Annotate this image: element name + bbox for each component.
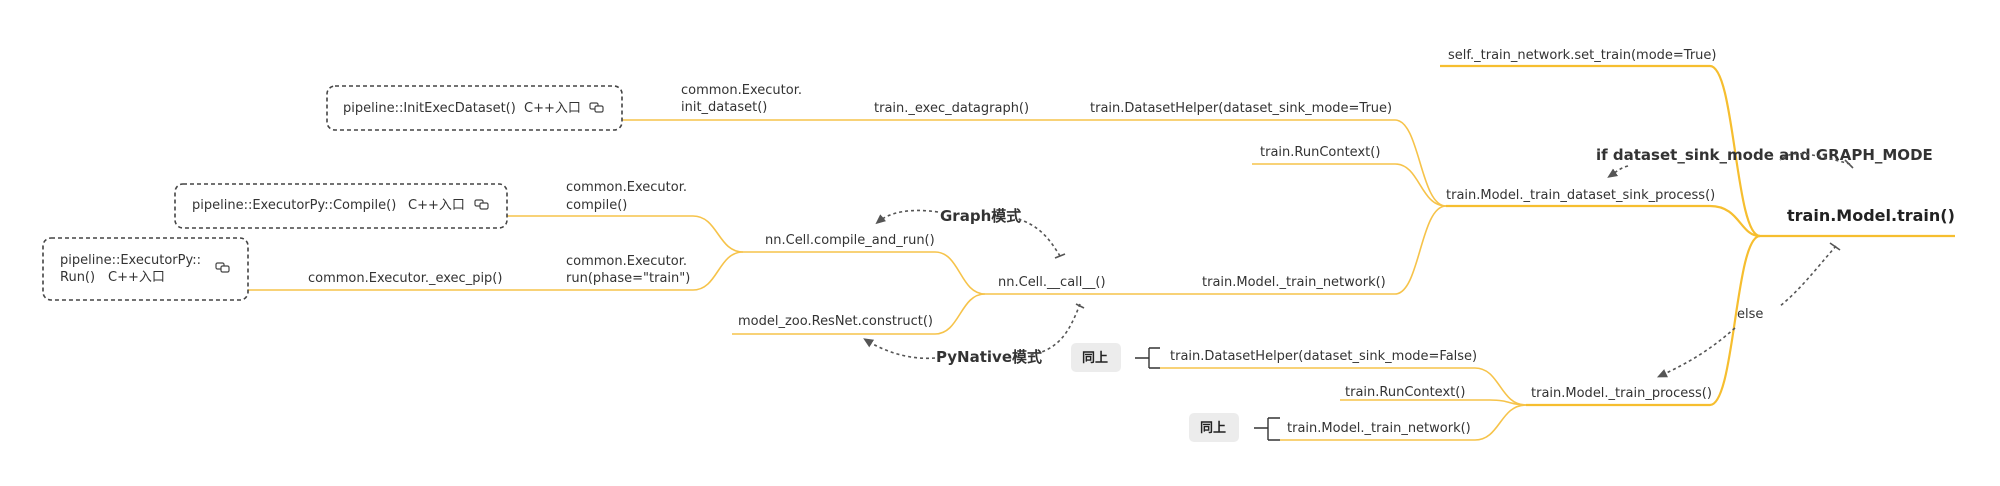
branch-compile-and-run (743, 251, 986, 295)
sink-runcontext-node[interactable]: train.RunContext() (1260, 145, 1380, 160)
exec-pip-node[interactable]: common.Executor._exec_pip() (308, 271, 502, 286)
pynative-mode-bar (1075, 303, 1085, 309)
executorpy-run-line1[interactable]: pipeline::ExecutorPy:: (60, 253, 201, 268)
cond-sink-label: if dataset_sink_mode and GRAPH_MODE (1596, 146, 1933, 164)
root-node[interactable]: train.Model.train() (1787, 206, 1955, 225)
branch-sink-process (1446, 204, 1761, 238)
compile-line2[interactable]: compile() (566, 198, 627, 213)
executorpy-run-line2[interactable]: Run() (60, 270, 95, 285)
cond-sink-right-dash (1779, 152, 1851, 165)
run-line1[interactable]: common.Executor. (566, 254, 687, 269)
same-bracket-1 (1135, 347, 1160, 369)
same-tag-1-label: 同上 (1082, 351, 1108, 366)
cell-call-node[interactable]: nn.Cell.__call__() (998, 275, 1106, 290)
graph-mode-arrow (875, 209, 939, 225)
compile-and-run-node[interactable]: nn.Cell.compile_and_run() (765, 233, 935, 248)
sink-helper-node[interactable]: train.DatasetHelper(dataset_sink_mode=Tr… (1090, 101, 1392, 116)
pynative-mode-arrow (863, 338, 936, 360)
sink-trainnetwork-node[interactable]: train.Model._train_network() (1202, 275, 1386, 290)
branch-process-trainnetwork (1280, 404, 1527, 441)
init-exec-dataset-cpp: C++入口 (524, 101, 581, 116)
cond-sink-arrow (1607, 165, 1629, 178)
executorpy-run-box (42, 237, 249, 301)
init-dataset-line2[interactable]: init_dataset() (681, 100, 767, 115)
same-tag-2-label: 同上 (1200, 421, 1226, 436)
link-icon[interactable] (215, 262, 230, 273)
process-helper-node[interactable]: train.DatasetHelper(dataset_sink_mode=Fa… (1170, 349, 1477, 364)
init-exec-dataset-box (326, 85, 623, 131)
run-line2[interactable]: run(phase="train") (566, 271, 690, 286)
branch-sink-trainnetwork (1200, 205, 1447, 295)
same-tag-2[interactable] (1189, 413, 1239, 442)
process-runcontext-node[interactable]: train.RunContext() (1345, 385, 1465, 400)
cond-else-top-dash (1779, 245, 1837, 307)
resnet-node[interactable]: model_zoo.ResNet.construct() (738, 314, 933, 329)
init-exec-dataset-node[interactable]: pipeline::InitExecDataset() (343, 101, 516, 116)
pynative-mode-label: PyNative模式 (936, 348, 1042, 366)
branch-process-runcontext (1340, 399, 1527, 406)
branch-process-helper (1160, 367, 1527, 406)
process-trainnetwork-node[interactable]: train.Model._train_network() (1287, 421, 1471, 436)
branch-sink-runcontext (1252, 163, 1447, 207)
same-tag-1[interactable] (1071, 343, 1121, 372)
branch-resnet (732, 293, 986, 335)
init-dataset-line1[interactable]: common.Executor. (681, 83, 802, 98)
executorpy-compile-cpp: C++入口 (408, 198, 465, 213)
link-icon[interactable] (589, 102, 604, 113)
branch-set-train (1440, 64, 1761, 238)
cond-else-bar (1829, 242, 1841, 251)
executorpy-compile-box (174, 183, 508, 229)
set-train-node[interactable]: self._train_network.set_train(mode=True) (1448, 48, 1716, 63)
cond-else-arrow (1656, 327, 1736, 378)
compile-line1[interactable]: common.Executor. (566, 180, 687, 195)
link-icon[interactable] (474, 199, 489, 210)
branch-train-process (1526, 234, 1761, 407)
executorpy-run-cpp: C++入口 (108, 270, 165, 285)
graph-mode-label: Graph模式 (940, 207, 1021, 225)
graph-mode-bar (1054, 253, 1066, 259)
sink-process-node[interactable]: train.Model._train_dataset_sink_process(… (1446, 188, 1715, 203)
executorpy-compile-node[interactable]: pipeline::ExecutorPy::Compile() (192, 198, 396, 213)
graph-mode-dash (1014, 217, 1061, 257)
pynative-mode-dash (1029, 303, 1081, 356)
branch-compile (560, 215, 744, 253)
train-process-node[interactable]: train.Model._train_process() (1531, 386, 1712, 401)
exec-datagraph-node[interactable]: train._exec_datagraph() (874, 101, 1029, 116)
branch-run (560, 251, 744, 291)
cond-else-label: else (1737, 307, 1763, 322)
branch-sink-helper (1090, 119, 1447, 207)
cond-sink-bar (1844, 159, 1854, 169)
same-bracket-2 (1254, 417, 1280, 441)
